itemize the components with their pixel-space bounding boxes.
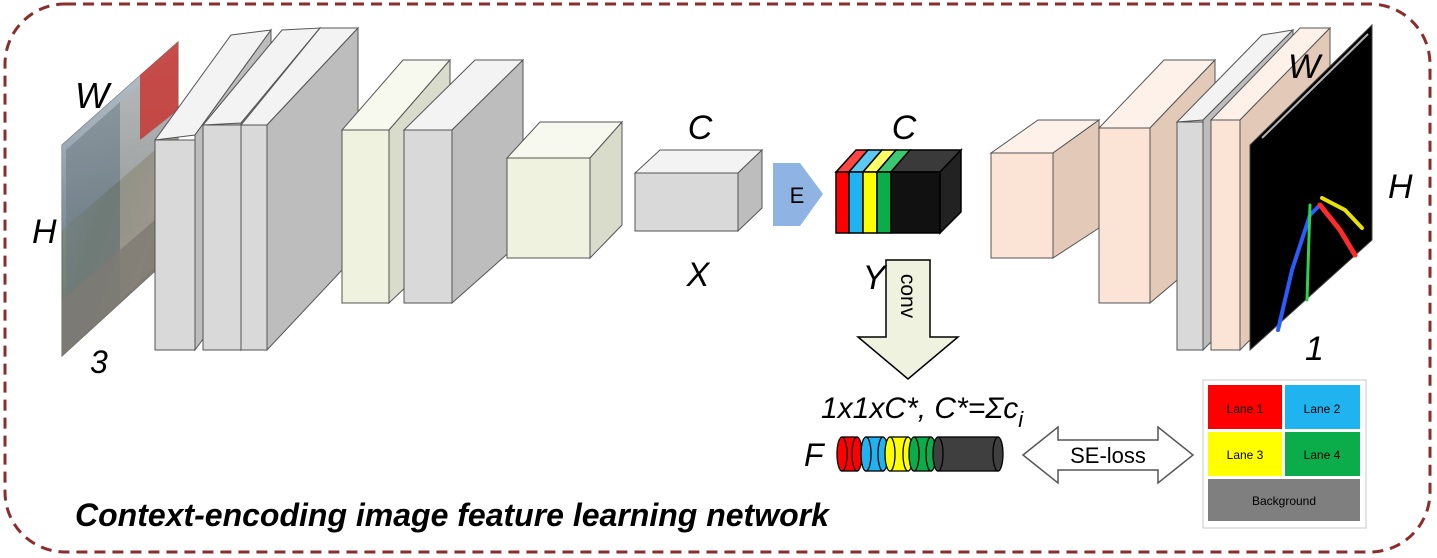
output-height-label: H: [1388, 168, 1413, 206]
legend-cell-lane-1: [1208, 385, 1282, 429]
conv-label: conv: [896, 274, 919, 319]
conv-arrow: conv: [855, 259, 961, 380]
f-vector-label: F: [804, 437, 826, 473]
encoder-layer-3: [239, 26, 360, 352]
input-width-label: W: [75, 75, 112, 116]
legend-label-lane-2: Lane 2: [1304, 402, 1341, 416]
formula-text: 1x1xC*, C*=Σci: [821, 392, 1024, 432]
y-feature-label: Y: [863, 259, 888, 297]
encoded-feature-y: [834, 148, 963, 235]
legend-label-lane-1: Lane 1: [1227, 402, 1264, 416]
y-channel-label: C: [892, 109, 917, 147]
f-vector: [836, 436, 1004, 472]
legend-label-background: Background: [1252, 494, 1316, 508]
dashed-frame: [3, 2, 1432, 554]
decoder-layer-1: [989, 119, 1101, 259]
input-channels-label: 3: [90, 344, 108, 380]
output-map: [1249, 23, 1373, 352]
output-channels-label: 1: [1305, 330, 1324, 368]
feature-map-x: [633, 148, 764, 233]
encoder-layer-6: [505, 120, 624, 260]
encoder-layer-5: [402, 58, 525, 305]
legend-cell-lane-2: [1285, 385, 1360, 429]
x-channel-label: C: [688, 109, 713, 147]
legend-label-lane-4: Lane 4: [1304, 448, 1341, 462]
class-legend: Lane 1 Lane 2 Lane 3 Lane 4 Background: [1202, 379, 1367, 529]
encoder-arrow: E: [773, 163, 823, 226]
x-feature-label: X: [686, 256, 711, 294]
input-height-label: H: [32, 213, 57, 251]
legend-cell-lane-3: [1208, 432, 1282, 476]
se-loss-label: SE-loss: [1070, 443, 1146, 468]
output-width-label: W: [1288, 48, 1323, 86]
se-loss-arrow: SE-loss: [1021, 425, 1195, 485]
encoder-label: E: [790, 183, 805, 208]
input-image: [61, 40, 179, 358]
legend-cell-lane-4: [1285, 432, 1360, 476]
diagram-title: Context-encoding image feature learning …: [75, 497, 831, 533]
legend-cell-background: [1208, 479, 1360, 521]
legend-label-lane-3: Lane 3: [1227, 448, 1264, 462]
